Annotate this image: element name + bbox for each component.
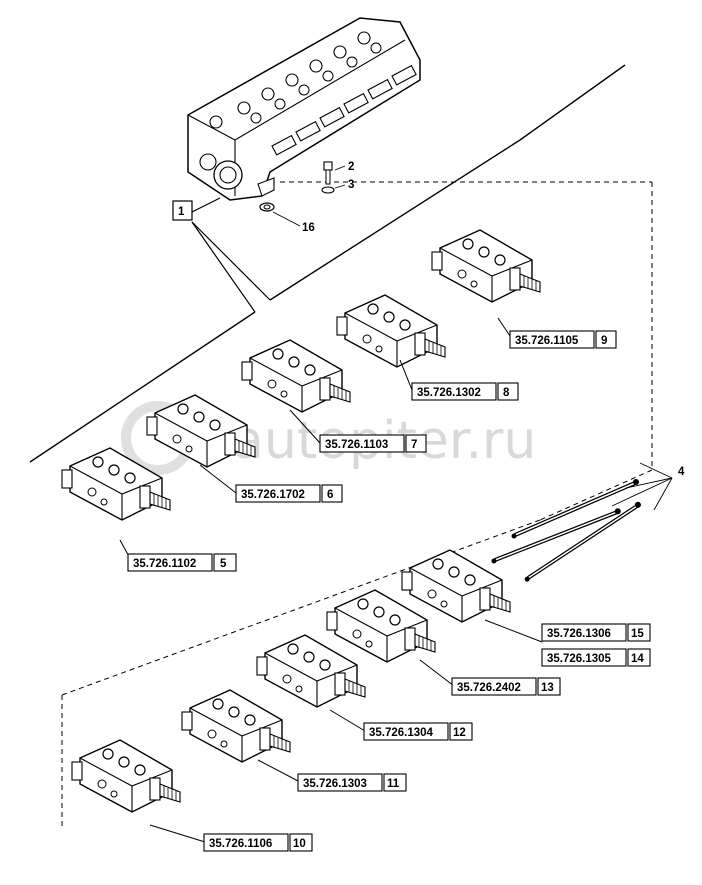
svg-text:7: 7 [411,439,417,451]
part-label-12: 35.726.1304 12 [363,722,473,741]
part-label-9: 35.726.1105 9 [509,330,617,349]
callout-1: 1 [178,206,185,218]
valve-section-11 [181,689,291,763]
svg-text:8: 8 [503,387,510,399]
svg-text:35.726.1702: 35.726.1702 [241,489,305,501]
callouts: 1 2 3 16 4 [172,161,685,478]
svg-text:14: 14 [631,653,644,665]
main-valve-assembly [187,17,421,201]
upper-valve-sections [61,229,541,521]
svg-text:12: 12 [453,727,466,739]
watermark: autopiter.ru [121,401,536,475]
svg-text:35.726.1305: 35.726.1305 [547,653,612,665]
part-label-5: 35.726.1102 5 [127,553,237,572]
lower-valve-sections [71,549,511,813]
svg-text:35.726.2402: 35.726.2402 [457,682,521,694]
tie-rods [491,462,673,585]
svg-text:35.726.1304: 35.726.1304 [369,727,434,739]
svg-text:6: 6 [327,489,333,501]
svg-text:35.726.1306: 35.726.1306 [547,628,611,640]
part-label-7: 35.726.1103 7 [319,434,427,453]
svg-text:5: 5 [220,558,227,570]
part-label-14: 35.726.1305 14 [541,648,651,667]
valve-section-9 [431,229,541,303]
part-label-6: 35.726.1702 6 [235,484,343,503]
dashed-boundaries [61,181,653,828]
svg-text:35.726.1106: 35.726.1106 [209,838,272,850]
part-label-10: 35.726.1106 10 [203,833,313,852]
svg-text:10: 10 [293,838,306,850]
part-label-11: 35.726.1303 11 [297,773,407,792]
callout-2: 2 [348,161,354,173]
svg-text:35.726.1303: 35.726.1303 [303,778,367,790]
part-labels: 35.726.1105 9 35.726.1302 8 35.726.1103 … [127,330,651,852]
valve-section-8 [336,294,446,368]
valve-section-10 [71,739,181,813]
part-label-8: 35.726.1302 8 [411,382,519,401]
part-label-13: 35.726.2402 13 [451,677,561,696]
callout-16: 16 [302,222,315,234]
svg-text:15: 15 [631,628,644,640]
valve-section-5 [61,447,171,521]
part-label-15: 35.726.1306 15 [541,623,651,642]
valve-section-13 [326,589,436,663]
svg-text:11: 11 [387,778,400,790]
callout-3: 3 [348,179,354,191]
valve-section-7 [241,339,351,413]
svg-text:35.726.1302: 35.726.1302 [417,387,481,399]
svg-text:35.726.1103: 35.726.1103 [325,439,388,451]
valve-section-12 [256,634,366,708]
svg-text:13: 13 [541,682,554,694]
fastener-parts [259,161,346,227]
svg-text:35.726.1105: 35.726.1105 [515,335,579,347]
callout-4: 4 [678,466,685,478]
callout-box-1 [172,200,193,221]
svg-text:35.726.1102: 35.726.1102 [133,558,196,570]
svg-text:9: 9 [601,335,607,347]
separator-lines [29,64,626,463]
